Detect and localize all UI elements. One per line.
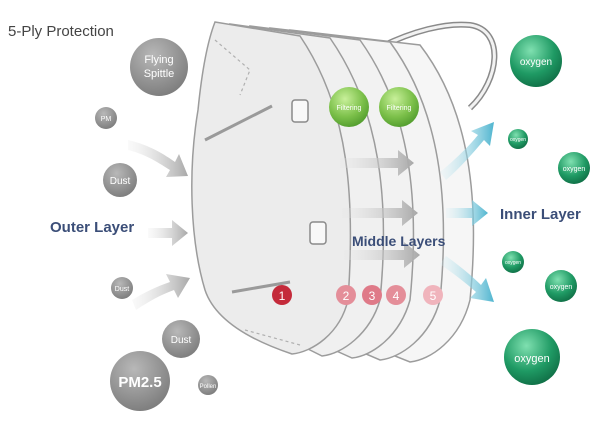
layer-number-1: 1	[272, 285, 292, 305]
svg-text:2: 2	[343, 289, 350, 303]
particle-pollen: Pollen	[198, 375, 218, 395]
layer-number-3: 3	[362, 285, 382, 305]
layer-number-5: 5	[423, 285, 443, 305]
particle-dust-3: Dust	[162, 320, 200, 358]
svg-text:Dust: Dust	[115, 286, 129, 293]
outer-layer-label: Outer Layer	[50, 219, 134, 236]
svg-text:oxygen: oxygen	[505, 260, 521, 266]
filtering-badge-1: Filtering	[329, 87, 369, 127]
oxygen-bubble-1: oxygen	[510, 35, 562, 87]
mask-layer-1	[191, 21, 352, 355]
svg-text:oxygen: oxygen	[520, 57, 552, 68]
incoming-arrow-middle	[148, 220, 188, 246]
oxygen-bubble-5: oxygen	[545, 270, 577, 302]
svg-text:oxygen: oxygen	[550, 284, 573, 291]
oxygen-bubble-2: oxygen	[508, 129, 528, 149]
oxygen-bubble-3: oxygen	[558, 152, 590, 184]
svg-text:Spittle: Spittle	[144, 68, 175, 80]
layer-number-4: 4	[386, 285, 406, 305]
through-arrows	[340, 150, 420, 268]
loop-clip-bottom	[309, 221, 327, 245]
mask-details	[204, 39, 301, 346]
svg-text:oxygen: oxygen	[510, 137, 526, 143]
svg-text:PM: PM	[101, 116, 112, 123]
particle-dust-2: Dust	[111, 277, 133, 299]
svg-text:Filtering: Filtering	[337, 105, 362, 112]
svg-text:4: 4	[393, 289, 400, 303]
middle-layers-label: Middle Layers	[352, 233, 446, 249]
svg-text:3: 3	[369, 289, 376, 303]
loop-clip-top	[291, 99, 309, 123]
diagram-title: 5-Ply Protection	[8, 23, 114, 40]
svg-text:oxygen: oxygen	[563, 166, 586, 173]
incoming-arrow-top	[128, 140, 188, 177]
oxygen-bubble-6: oxygen	[504, 329, 560, 385]
particle-pm25: PM2.5	[110, 351, 170, 411]
particle-dust-1: Dust	[103, 163, 137, 197]
svg-text:oxygen: oxygen	[514, 353, 549, 365]
svg-text:Dust: Dust	[110, 176, 131, 187]
svg-text:1: 1	[279, 289, 286, 303]
svg-text:Filtering: Filtering	[387, 105, 412, 112]
filtering-badge-2: Filtering	[379, 87, 419, 127]
particle-pm: PM	[95, 107, 117, 129]
oxygen-bubble-4: oxygen	[502, 251, 524, 273]
particle-flying-spittle: Flying Spittle	[130, 38, 188, 96]
svg-text:Flying: Flying	[144, 54, 173, 66]
svg-text:PM2.5: PM2.5	[118, 374, 161, 391]
svg-text:Pollen: Pollen	[200, 384, 217, 390]
outgoing-arrow-middle	[446, 200, 488, 226]
svg-text:5: 5	[430, 289, 437, 303]
svg-text:Dust: Dust	[171, 335, 192, 346]
inner-layer-label: Inner Layer	[500, 206, 581, 223]
outgoing-arrows	[440, 122, 494, 302]
incoming-arrows	[128, 140, 190, 310]
mask-layers	[191, 21, 475, 363]
incoming-arrow-bottom	[132, 274, 190, 310]
layer-number-2: 2	[336, 285, 356, 305]
outgoing-arrow-top	[440, 122, 494, 180]
outgoing-arrow-bottom	[440, 256, 494, 302]
